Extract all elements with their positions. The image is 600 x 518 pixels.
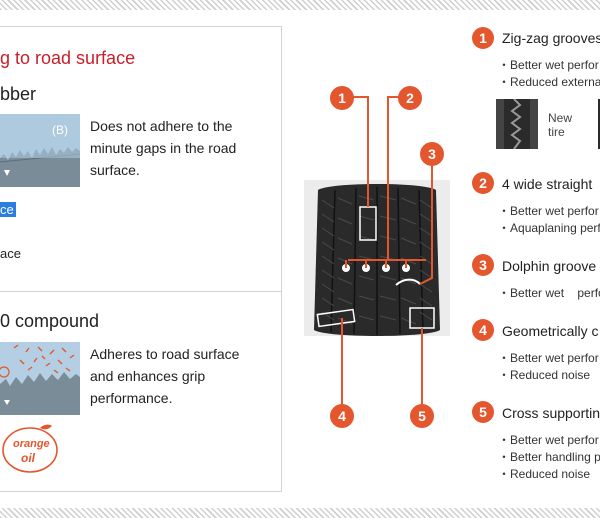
new-tire-label-2: tire	[548, 125, 565, 139]
new-compound-image	[0, 342, 80, 415]
conventional-desc-line-2: minute gaps in the road	[90, 140, 237, 156]
callout-3: 3	[420, 142, 444, 166]
feature-5-title: Cross supportin	[502, 405, 600, 421]
feature-2-number: 2	[472, 172, 494, 194]
feature-2-title: 4 wide straight	[502, 176, 593, 192]
feature-5-bullet-3: ・Reduced noise	[498, 467, 591, 481]
new-compound-desc-line-3: performance.	[90, 390, 173, 406]
top-stripe-border	[0, 0, 600, 10]
feature-3-number: 3	[472, 254, 494, 276]
conventional-desc-line-3: surface.	[90, 162, 140, 178]
feature-1-bullet-1: ・Better wet perfor	[498, 58, 599, 72]
new-tire-groove-image	[496, 98, 538, 150]
conventional-desc-line-1: Does not adhere to the	[90, 118, 233, 134]
feature-4-bullet-2: ・Reduced noise	[498, 368, 591, 382]
feature-5-number: 5	[472, 401, 494, 423]
callout-1: 1	[330, 86, 354, 110]
surface-label: ace	[0, 246, 21, 261]
new-compound-title: 0 compound	[0, 311, 100, 331]
conventional-badge: (B)	[52, 123, 68, 137]
conventional-rubber-title: bber	[0, 84, 37, 104]
feature-4-bullet-1: ・Better wet perfor	[498, 351, 599, 365]
feature-5-bullet-1: ・Better wet perfor	[498, 433, 599, 447]
new-tire-label-1: New	[548, 111, 573, 125]
highlighted-text: ce	[0, 202, 16, 217]
panel-heading: g to road surface	[0, 48, 136, 68]
feature-1-title: Zig-zag grooves	[502, 30, 600, 46]
callout-4: 4	[330, 404, 354, 428]
orange-oil-text-1: orange	[13, 438, 50, 450]
callout-5: 5	[410, 404, 434, 428]
panel-divider	[0, 291, 281, 292]
feature-2-bullet-2: ・Aquaplaning perf	[498, 221, 600, 235]
new-compound-desc-line-1: Adheres to road surface	[90, 346, 240, 362]
callout-2: 2	[398, 86, 422, 110]
feature-3-title: Dolphin groove	[502, 258, 597, 274]
feature-4-number: 4	[472, 319, 494, 341]
feature-5-bullet-2: ・Better handling p	[498, 450, 600, 464]
feature-3-bullet-1: ・Better wet perfo	[498, 286, 600, 300]
worn-tire-image-edge	[598, 99, 600, 149]
feature-2-bullet-1: ・Better wet perfor	[498, 204, 599, 218]
bottom-stripe-border	[0, 508, 600, 518]
orange-oil-logo	[0, 422, 60, 474]
compound-comparison-panel	[0, 26, 282, 492]
conventional-rubber-image	[0, 114, 80, 187]
feature-4-title: Geometrically c	[502, 323, 599, 339]
new-compound-desc-line-2: and enhances grip	[90, 368, 206, 384]
orange-oil-text-2: oil	[21, 451, 35, 465]
feature-1-number: 1	[472, 27, 494, 49]
feature-1-bullet-2: ・Reduced externa	[498, 75, 600, 89]
